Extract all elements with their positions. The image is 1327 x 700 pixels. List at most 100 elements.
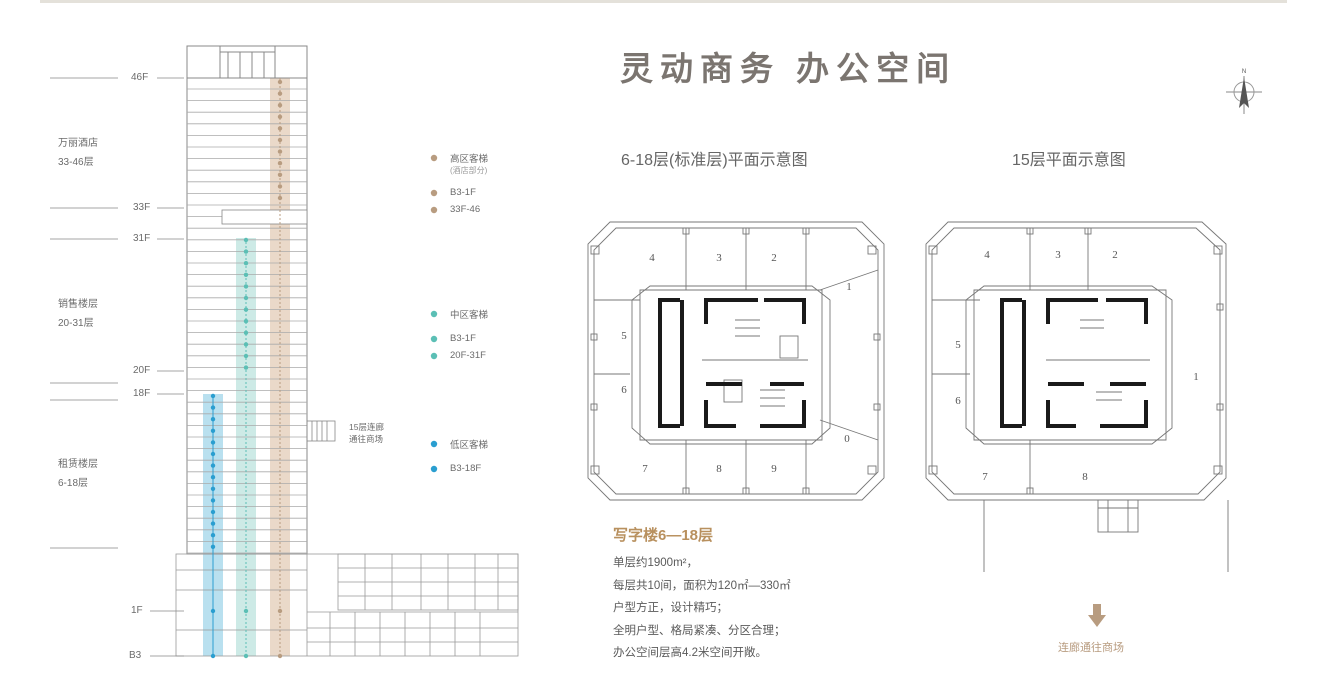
legend-mid-item-2: 20F-31F	[450, 350, 486, 361]
elevator-stop	[277, 126, 283, 131]
zone-hotel-range: 33-46层	[58, 157, 94, 168]
elevator-stop	[210, 608, 216, 614]
standard-floor-plan	[587, 221, 885, 501]
elevator-stop	[243, 307, 249, 312]
elevator-stop	[243, 237, 249, 243]
zone-sales-name: 销售楼层	[58, 299, 98, 310]
elevator-stop	[210, 544, 216, 549]
plan-unit-number: 3	[1055, 249, 1061, 261]
high-elevator-track	[277, 78, 283, 659]
elevator-stop	[210, 417, 216, 422]
elevator-stop	[210, 428, 216, 433]
corridor-note: 15层连廊 通往商场	[349, 421, 384, 445]
elevator-stop	[243, 353, 249, 359]
elevator-stop	[277, 79, 283, 85]
elevator-stop	[210, 653, 216, 659]
corridor-note-line1: 15层连廊	[349, 422, 384, 432]
low-elevator-track	[210, 393, 216, 659]
elevator-stop	[243, 608, 249, 614]
elevator-stop	[277, 608, 283, 614]
elevator-stop	[243, 272, 249, 277]
floor15-plan	[925, 221, 1229, 572]
elevator-stop	[277, 91, 283, 96]
top-divider	[40, 0, 1287, 3]
plan-unit-number: 3	[716, 252, 722, 264]
plan-unit-number: 4	[649, 252, 655, 264]
legend-low-item-1: B3-18F	[450, 463, 482, 474]
elevator-stop	[277, 103, 283, 108]
floor-label-46f: 46F	[131, 72, 149, 83]
elevator-stop	[210, 475, 216, 480]
elevator-stop	[243, 261, 249, 266]
arrow-down-icon	[1088, 604, 1106, 627]
elevator-stop	[210, 405, 216, 410]
zone-lease-name: 租赁楼层	[58, 459, 98, 470]
building-section-diagram	[50, 45, 519, 659]
plan-unit-number: 2	[1112, 249, 1118, 261]
floor-label-18f: 18F	[133, 388, 151, 399]
elevator-stop	[243, 295, 249, 301]
elevator-stop	[210, 440, 216, 445]
plan-unit-number: 8	[1082, 471, 1088, 483]
plan-unit-number: 6	[621, 384, 627, 396]
zone-lease-range: 6-18层	[58, 478, 89, 489]
plan-unit-number: 5	[621, 330, 627, 342]
elevator-stop	[277, 653, 283, 659]
plan-unit-number: 0	[844, 433, 850, 445]
legend-high-item-2: 33F-46	[450, 204, 481, 215]
plan-caption-15f: 15层平面示意图	[1012, 152, 1126, 169]
elevator-stop	[243, 653, 249, 659]
elevator-stop	[243, 330, 249, 335]
hotel-setback	[221, 209, 308, 225]
elevator-stop	[210, 533, 216, 538]
elevator-stop	[277, 149, 283, 154]
legend-mid-item-1: B3-1F	[450, 333, 476, 344]
office-description: 单层约1900m²， 每层共10间，面积为120㎡—330㎡ 户型方正，设计精巧…	[613, 552, 791, 665]
elevator-stop	[210, 463, 216, 468]
plan-unit-number: 5	[955, 339, 961, 351]
plan-unit-number: 9	[771, 463, 777, 475]
plan-caption-standard: 6-18层(标准层)平面示意图	[621, 152, 808, 169]
floor-marker-lines	[50, 77, 184, 657]
plan-unit-number: 2	[771, 252, 777, 264]
office-line-2: 每层共10间，面积为120㎡—330㎡	[613, 579, 791, 592]
elevator-stop	[210, 451, 216, 457]
elevator-stop	[243, 365, 249, 370]
legend-mid-title: 中区客梯	[450, 310, 489, 321]
office-title: 写字楼6—18层	[613, 527, 714, 544]
floor-label-31f: 31F	[133, 233, 151, 244]
elevator-stop	[277, 195, 283, 201]
legend-high-sub: (酒店部分)	[450, 166, 488, 175]
elevator-stop	[210, 498, 216, 503]
elevator-stop	[243, 249, 249, 254]
elevator-stop	[210, 521, 216, 526]
plan-unit-number: 4	[984, 249, 990, 261]
page-title: 灵动商务 办公空间	[620, 50, 957, 87]
elevator-stop	[243, 342, 249, 347]
floor-label-20f: 20F	[133, 365, 151, 376]
mid-elevator-track	[243, 237, 249, 659]
office-line-3: 户型方正，设计精巧；	[613, 602, 728, 614]
elevator-stop	[277, 184, 283, 189]
plan-unit-number: 7	[642, 463, 648, 475]
legend-low-title: 低区客梯	[450, 440, 489, 451]
zone-hotel-name: 万丽酒店	[58, 138, 98, 149]
plan-unit-number: 1	[846, 281, 852, 293]
office-line-5: 办公空间层高4.2米空间开敞。	[613, 647, 767, 659]
plan-unit-number: 6	[955, 395, 961, 407]
floor-label-b3: B3	[129, 650, 142, 661]
elevator-stop	[277, 114, 283, 120]
elevator-stop	[243, 319, 249, 324]
corridor-link-label: 连廊通往商场	[1058, 642, 1124, 654]
corridor-note-line2: 通往商场	[349, 434, 384, 444]
elevator-stop	[277, 161, 283, 166]
elevator-stop	[210, 486, 216, 491]
elevator-stop	[277, 172, 283, 177]
legend-high-item-1: B3-1F	[450, 187, 476, 198]
floor15-core-walls	[1000, 298, 1148, 428]
floor-label-1f: 1F	[131, 605, 143, 616]
office-line-4: 全明户型、格局紧凑、分区合理；	[613, 624, 786, 637]
